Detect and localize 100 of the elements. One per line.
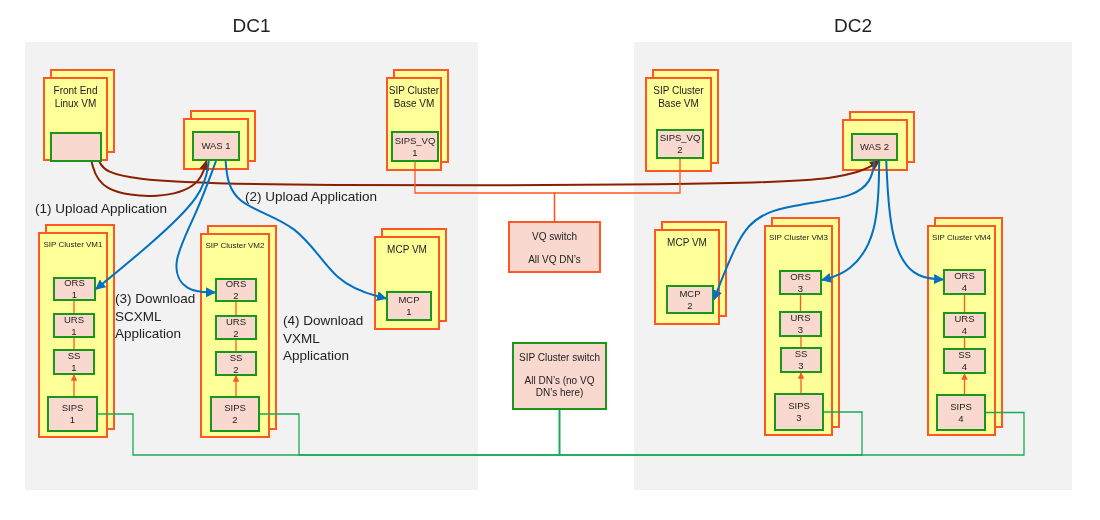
annotation-text: (3) Download SCXML Application — [115, 290, 197, 343]
component-box — [47, 396, 98, 432]
component-box — [53, 277, 96, 301]
arrow — [90, 160, 209, 197]
component-box — [943, 312, 986, 338]
connector-line — [963, 337, 966, 349]
connector-line — [963, 294, 966, 313]
vm-box — [38, 232, 108, 438]
component-box — [943, 348, 986, 374]
connector-line — [553, 158, 681, 222]
component-box — [936, 394, 986, 431]
box-title: SIP Cluster Base VM — [652, 85, 705, 110]
box-text: 4 — [961, 325, 968, 337]
box-text: SIPS — [224, 402, 246, 414]
box-text: 2 — [233, 290, 239, 302]
vm-box — [764, 225, 833, 436]
component-box — [50, 132, 102, 162]
connector-line — [235, 301, 237, 316]
component-box — [210, 396, 260, 432]
box-text: ORS — [790, 270, 811, 283]
box-text: SIPS — [61, 402, 84, 414]
box-text: 3 — [796, 412, 802, 424]
box-text: 2 — [232, 414, 238, 426]
component-box — [53, 349, 95, 375]
box-text: VQ switch — [532, 231, 577, 244]
box-text: SIPS_VQ — [659, 132, 701, 144]
arrow — [821, 160, 881, 283]
vm-box — [374, 236, 440, 330]
box-text: SS — [229, 351, 243, 364]
component-box — [192, 131, 240, 161]
arrow — [885, 160, 944, 284]
connector-line — [235, 339, 237, 352]
box-title: SIP Cluster VM3 — [769, 233, 828, 243]
vm-box — [927, 225, 996, 436]
vm-box — [183, 118, 249, 170]
annotation-text: (2) Upload Application — [245, 188, 379, 206]
arrow — [224, 160, 387, 302]
box-text: SS — [958, 349, 971, 361]
box-text: 1 — [69, 414, 76, 426]
component-box — [386, 291, 432, 321]
component-box — [666, 285, 714, 314]
box-text: URS — [225, 315, 247, 328]
box-text: 2 — [687, 299, 693, 312]
box-title: SIP Cluster VM4 — [932, 233, 991, 243]
box-text: SIPS_VQ — [394, 134, 436, 147]
box-text: 4 — [958, 412, 964, 425]
box-text: WAS 2 — [859, 141, 890, 153]
box-text: 3 — [798, 360, 804, 372]
box-text: ORS — [64, 277, 85, 289]
box-text: SIPS — [788, 400, 810, 412]
box-text: SS — [67, 350, 81, 362]
box-title: SIP Cluster VM2 — [205, 241, 265, 251]
arrow — [70, 374, 78, 397]
box-text: SIP Cluster switch — [519, 352, 600, 365]
connector-line — [73, 337, 75, 350]
box-text: URS — [790, 312, 811, 324]
connector-line — [558, 409, 1025, 456]
box-text: All VQ DN’s — [528, 253, 581, 266]
box-text: WAS 1 — [201, 140, 231, 152]
box-text: SIPS — [950, 400, 972, 413]
box-text: SS — [794, 348, 808, 360]
box-text: 4 — [961, 361, 968, 373]
box-text: 2 — [233, 363, 239, 376]
vm-box — [386, 77, 442, 171]
vm-box — [200, 233, 270, 438]
box-title: MCP VM — [387, 244, 427, 257]
connector-line — [800, 336, 802, 348]
box-text: ORS — [954, 270, 975, 282]
component-box — [774, 393, 824, 431]
box-text: 3 — [797, 324, 804, 336]
box-title: SIP Cluster Base VM — [388, 85, 440, 110]
box-text: MCP — [398, 294, 420, 306]
box-title: Front End Linux VM — [52, 85, 99, 110]
box-title: SIP Cluster VM1 — [43, 240, 103, 250]
arrow — [961, 373, 968, 395]
box-title: MCP VM — [667, 237, 707, 250]
component-box — [780, 347, 822, 373]
component-box — [53, 313, 95, 338]
box-title: DC2 — [833, 14, 873, 38]
component-box — [215, 278, 257, 302]
connector-line — [73, 300, 75, 314]
box-text: 1 — [406, 306, 412, 318]
box-text: URS — [954, 313, 975, 325]
component-box — [779, 311, 822, 337]
vm-box — [43, 77, 108, 161]
box-text: MCP — [679, 287, 701, 300]
box-text: 1 — [71, 289, 78, 301]
component-box — [656, 129, 704, 159]
vm-box — [645, 77, 712, 172]
arrow — [95, 160, 210, 290]
box-text: 1 — [71, 362, 77, 374]
switch-box — [512, 342, 607, 410]
component-box — [215, 315, 257, 340]
annotation-text: (1) Upload Application — [35, 200, 169, 218]
annotation-text: (4) Download VXML Application — [283, 312, 365, 365]
box-text: 1 — [71, 325, 77, 338]
vm-box — [654, 229, 720, 325]
arrow — [175, 160, 217, 298]
arrow — [98, 160, 881, 187]
arrow — [712, 160, 876, 301]
